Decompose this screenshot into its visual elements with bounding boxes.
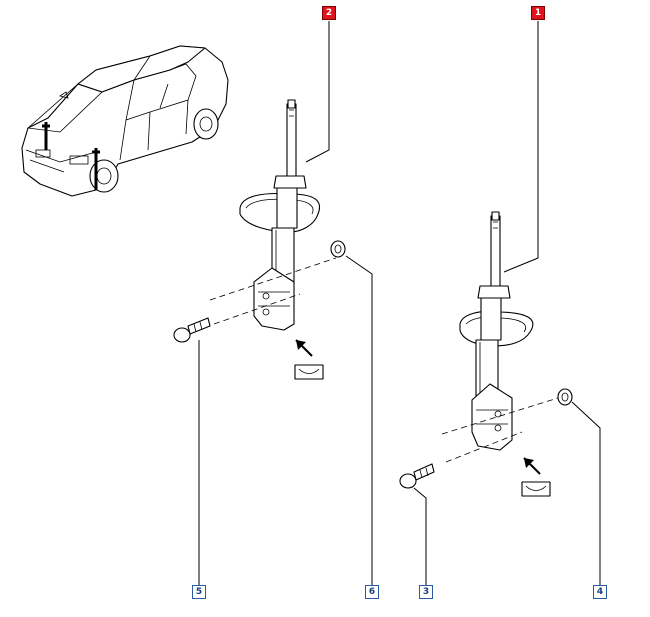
leader-lines [198,21,601,585]
strut-assembly-2 [209,99,337,380]
nut-icon [557,388,573,406]
bolt-icon [399,463,435,489]
callout-2[interactable] [322,6,336,20]
nut-icon [330,240,346,258]
callout-3[interactable] [419,585,433,599]
strut-assembly-1 [441,211,559,497]
callout-5[interactable] [192,585,206,599]
callout-1[interactable] [531,6,545,20]
callout-6[interactable] [365,585,379,599]
callout-4[interactable] [593,585,607,599]
bolt-icon [173,317,211,343]
sedan-car-icon [21,45,229,197]
